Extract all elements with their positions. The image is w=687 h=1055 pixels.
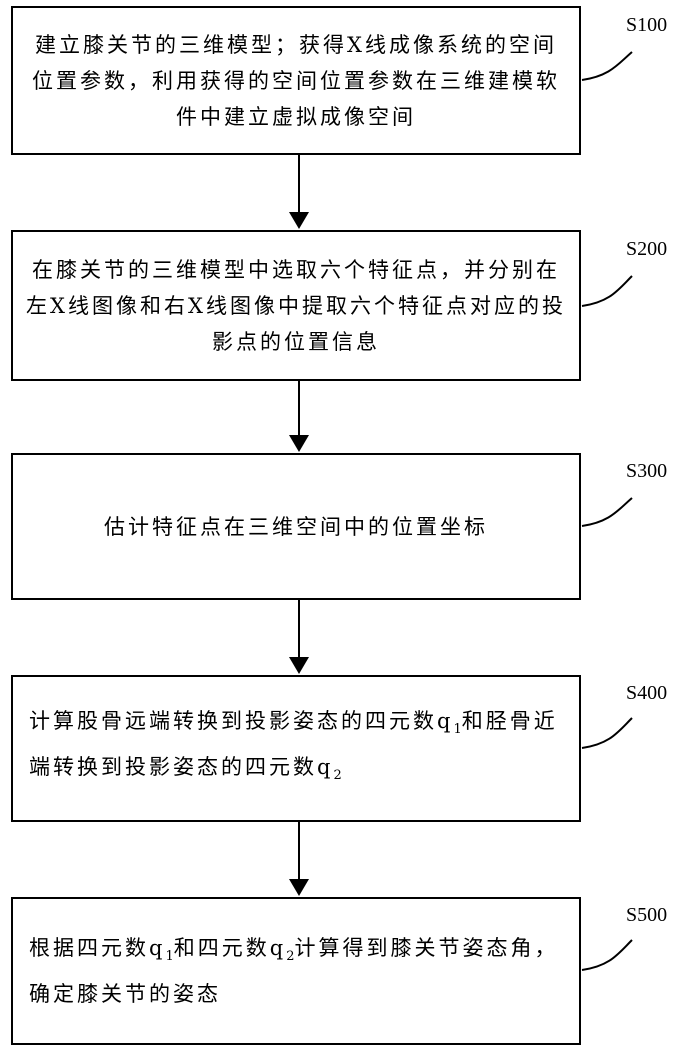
step-text-s100: 建立膝关节的三维模型；获得X线成像系统的空间位置参数，利用获得的空间位置参数在三… [26,27,566,135]
step-box-s200: 在膝关节的三维模型中选取六个特征点，并分别在左X线图像和右X线图像中提取六个特征… [11,230,581,381]
step-box-s400: 计算股骨远端转换到投影姿态的四元数q1和胫骨近端转换到投影姿态的四元数q2 [11,675,581,822]
step-label-s500: S500 [626,904,667,927]
leader-s300 [582,498,632,526]
arrow-s100-s200 [289,155,309,229]
step-label-s200: S200 [626,238,667,261]
leader-s500 [582,940,632,970]
leader-s200 [582,276,632,306]
step-text-s300: 估计特征点在三维空间中的位置坐标 [26,509,566,545]
subscript: 1 [165,950,173,965]
leader-s100 [582,52,632,80]
step-box-s100: 建立膝关节的三维模型；获得X线成像系统的空间位置参数，利用获得的空间位置参数在三… [11,6,581,155]
step-text-s500: 根据四元数q1和四元数q2计算得到膝关节姿态角，确定膝关节的姿态 [23,930,569,1011]
text-part: 和四元数q [174,936,286,960]
text-part: 计算股骨远端转换到投影姿态的四元数q [29,709,453,733]
step-label-s300: S300 [626,460,667,483]
arrow-s400-s500 [289,822,309,896]
step-text-s400: 计算股骨远端转换到投影姿态的四元数q1和胫骨近端转换到投影姿态的四元数q2 [23,703,569,793]
subscript: 2 [333,768,341,783]
leader-s400 [582,718,632,748]
text-part: 根据四元数q [29,936,165,960]
step-text-s200: 在膝关节的三维模型中选取六个特征点，并分别在左X线图像和右X线图像中提取六个特征… [26,252,566,360]
step-label-s100: S100 [626,14,667,37]
arrow-s200-s300 [289,381,309,452]
arrow-s300-s400 [289,600,309,674]
step-label-s400: S400 [626,682,667,705]
step-box-s500: 根据四元数q1和四元数q2计算得到膝关节姿态角，确定膝关节的姿态 [11,897,581,1045]
subscript: 1 [453,723,461,738]
step-box-s300: 估计特征点在三维空间中的位置坐标 [11,453,581,600]
